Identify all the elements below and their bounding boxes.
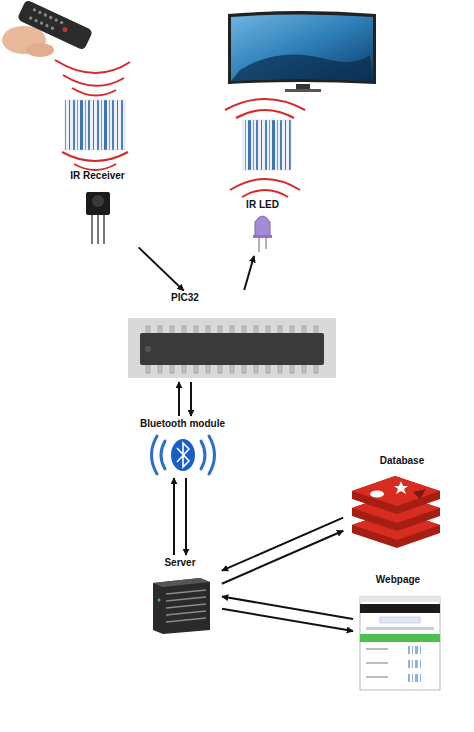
component-node: IR LED	[235, 199, 290, 254]
component-label: IR Receiver	[70, 170, 124, 181]
ir-code-pattern	[243, 120, 291, 170]
bluetooth-icon	[152, 436, 215, 474]
ir-receiver-symbol	[86, 192, 110, 244]
ir-waves	[55, 60, 130, 170]
ir-led-symbol	[253, 216, 272, 252]
database-icon	[352, 476, 440, 548]
remote-control	[17, 0, 93, 51]
component-label: PIC32	[171, 292, 199, 303]
component-label: Bluetooth module	[140, 418, 225, 429]
component-label: Database	[380, 455, 424, 466]
flow-arrow	[222, 531, 343, 584]
hand-remote	[2, 0, 93, 57]
ir-code-pattern	[65, 100, 125, 150]
component-label: Server	[164, 557, 195, 568]
component-label: IR LED	[246, 199, 279, 210]
component-node: PIC32	[125, 292, 337, 380]
flow-arrow	[185, 478, 187, 555]
microcontroller-chip	[128, 318, 336, 378]
component-node: IR Receiver	[55, 170, 140, 246]
remote-buttons	[29, 8, 70, 36]
component-node: Bluetooth module	[120, 418, 245, 476]
component-node: Server	[140, 557, 220, 634]
flow-arrow	[222, 597, 353, 619]
webpage-screenshot	[360, 597, 440, 690]
ir-waves	[225, 99, 305, 197]
flow-arrow	[222, 518, 343, 571]
component-node: Database	[345, 455, 445, 548]
thumb	[26, 43, 54, 57]
flow-arrow	[178, 382, 180, 416]
flow-arrow	[222, 609, 353, 631]
server-icon	[153, 578, 210, 634]
television	[228, 11, 376, 92]
component-label: Webpage	[376, 574, 420, 585]
flow-arrow	[190, 382, 192, 416]
flow-arrow	[139, 247, 184, 290]
component-node: Webpage	[355, 574, 445, 692]
flow-arrow	[173, 478, 175, 555]
flow-arrow	[244, 256, 254, 290]
